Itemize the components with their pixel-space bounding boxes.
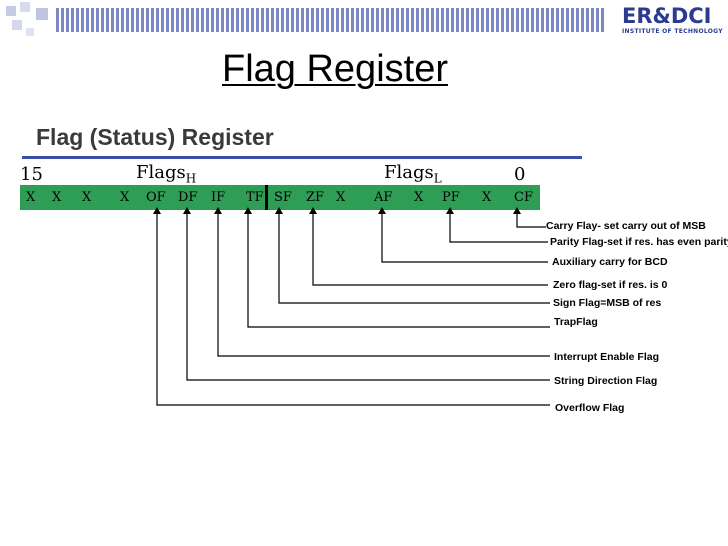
- arrowhead-cf: [513, 207, 521, 214]
- register-cell-sf: SF: [274, 190, 292, 205]
- logo-subtitle: INSTITUTE OF TECHNOLOGY: [622, 28, 723, 35]
- deco-square: [12, 20, 22, 30]
- annotation-zf: Zero flag-set if res. is 0: [553, 279, 668, 291]
- register-cell-af: AF: [374, 190, 393, 205]
- connector-af: [381, 210, 548, 263]
- flag-register: X X X X OF DF IF TF SF ZF X AF X PF X CF: [20, 185, 540, 210]
- group-label-high-text: Flags: [136, 162, 186, 183]
- diagram-subtitle: Flag (Status) Register: [36, 124, 274, 150]
- register-cell: X: [482, 190, 492, 205]
- arrowhead-pf: [446, 207, 454, 214]
- annotation-sf: Sign Flag=MSB of res: [553, 297, 662, 309]
- deco-square: [6, 6, 16, 16]
- arrowhead-of: [153, 207, 161, 214]
- deco-square: [26, 28, 34, 36]
- group-label-low-text: Flags: [384, 162, 434, 183]
- connector-if: [217, 210, 550, 357]
- register-cell-of: OF: [146, 190, 166, 205]
- register-cell: X: [82, 190, 92, 205]
- group-label-low-sub: L: [433, 171, 442, 186]
- register-cell-tf: TF: [246, 190, 264, 205]
- arrowhead-df: [183, 207, 191, 214]
- bit-label-low: 0: [514, 164, 526, 185]
- annotation-df: String Direction Flag: [554, 375, 658, 387]
- register-cell: X: [120, 190, 130, 205]
- register-cell-cf: CF: [514, 190, 533, 205]
- register-cell: X: [414, 190, 424, 205]
- logo-name: ER&DCI: [622, 4, 712, 28]
- annotation-if: Interrupt Enable Flag: [554, 351, 660, 363]
- annotation-af: Auxiliary carry for BCD: [552, 256, 668, 268]
- divider: [22, 156, 582, 159]
- header-band: ER&DCI INSTITUTE OF TECHNOLOGY: [0, 0, 728, 42]
- connector-cf: [516, 210, 546, 228]
- register-cell-zf: ZF: [306, 190, 325, 205]
- register-separator: [265, 185, 268, 210]
- register-cell: X: [336, 190, 346, 205]
- register-cell: X: [52, 190, 62, 205]
- arrowhead-af: [378, 207, 386, 214]
- group-label-high-sub: H: [185, 171, 197, 186]
- connector-tf: [247, 210, 550, 328]
- annotation-pf: Parity Flag-set if res. has even parity: [550, 236, 728, 248]
- logo: ER&DCI INSTITUTE OF TECHNOLOGY: [620, 4, 724, 38]
- group-label-low: FlagsL: [384, 162, 442, 186]
- arrowhead-if: [214, 207, 222, 214]
- bit-label-high: 15: [20, 164, 43, 185]
- connector-df: [186, 210, 550, 381]
- arrowhead-tf: [244, 207, 252, 214]
- connector-zf: [312, 210, 548, 286]
- register-cell-df: DF: [178, 190, 198, 205]
- connector-of: [156, 210, 550, 406]
- connector-pf: [449, 210, 548, 243]
- deco-square: [36, 8, 48, 20]
- register-cell: X: [26, 190, 36, 205]
- deco-square: [20, 2, 30, 12]
- arrowhead-sf: [275, 207, 283, 214]
- register-cell-pf: PF: [442, 190, 460, 205]
- annotation-cf: Carry Flay- set carry out of MSB: [546, 220, 706, 232]
- connector-sf: [278, 210, 550, 304]
- annotation-of: Overflow Flag: [555, 402, 625, 414]
- slide-title: Flag Register: [222, 48, 448, 90]
- annotation-tf: TrapFlag: [554, 316, 598, 328]
- header-stripes: [56, 8, 604, 32]
- register-cell-if: IF: [211, 190, 226, 205]
- group-label-high: FlagsH: [136, 162, 196, 186]
- arrowhead-zf: [309, 207, 317, 214]
